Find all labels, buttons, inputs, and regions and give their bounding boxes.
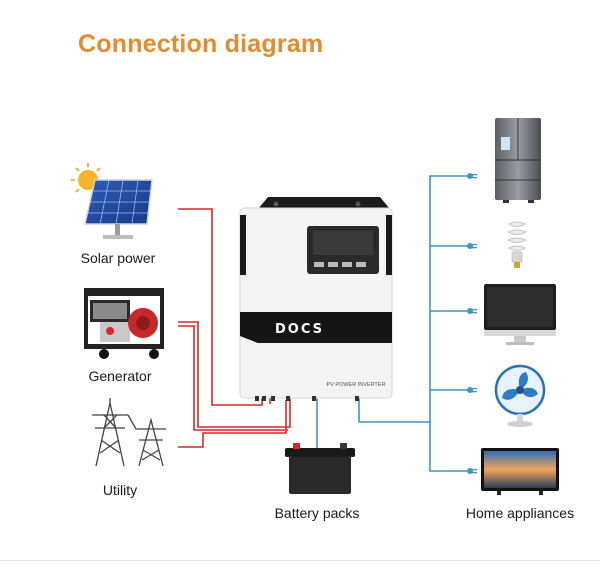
solar-power-label: Solar power: [81, 250, 156, 266]
light-bulb-icon: [507, 221, 527, 268]
branch-tv: [429, 422, 468, 472]
inverter-caption: PV POWER INVERTER: [327, 382, 386, 388]
brand-logo: DOCS: [275, 322, 324, 337]
generator-wire-a: [178, 321, 291, 428]
generator-wire-b: [178, 325, 288, 431]
page-title: Connection diagram: [78, 30, 324, 58]
output-wires: [316, 175, 468, 472]
plug-icon: [467, 468, 477, 474]
monitor-icon: [484, 284, 556, 345]
battery-icon: [285, 443, 355, 494]
sun-icon: [71, 163, 101, 193]
generator-icon: [84, 288, 164, 359]
solar-panel-icon: [71, 163, 153, 239]
plug-icon: [467, 387, 477, 393]
brand-band: [240, 312, 392, 343]
plug-icon: [467, 308, 477, 314]
terminal-ports: [255, 396, 359, 401]
utility-wire: [178, 400, 287, 448]
bottom-divider: [0, 560, 600, 561]
utility-tower-icon: [92, 398, 166, 467]
plug-icon: [467, 243, 477, 249]
home-appliances-label: Home appliances: [466, 505, 574, 521]
solar-wire: [178, 208, 263, 406]
fridge-icon: [495, 118, 541, 203]
generator-label: Generator: [88, 368, 151, 384]
fan-icon: [494, 364, 546, 427]
inverter-device: DOCS PV POWER INVERTER: [239, 197, 393, 401]
plug-icons: [467, 173, 477, 474]
input-wires: [178, 208, 291, 448]
battery-packs-label: Battery packs: [275, 505, 360, 521]
utility-label: Utility: [103, 482, 137, 498]
plug-icon: [467, 173, 477, 179]
tv-icon: [481, 448, 559, 495]
